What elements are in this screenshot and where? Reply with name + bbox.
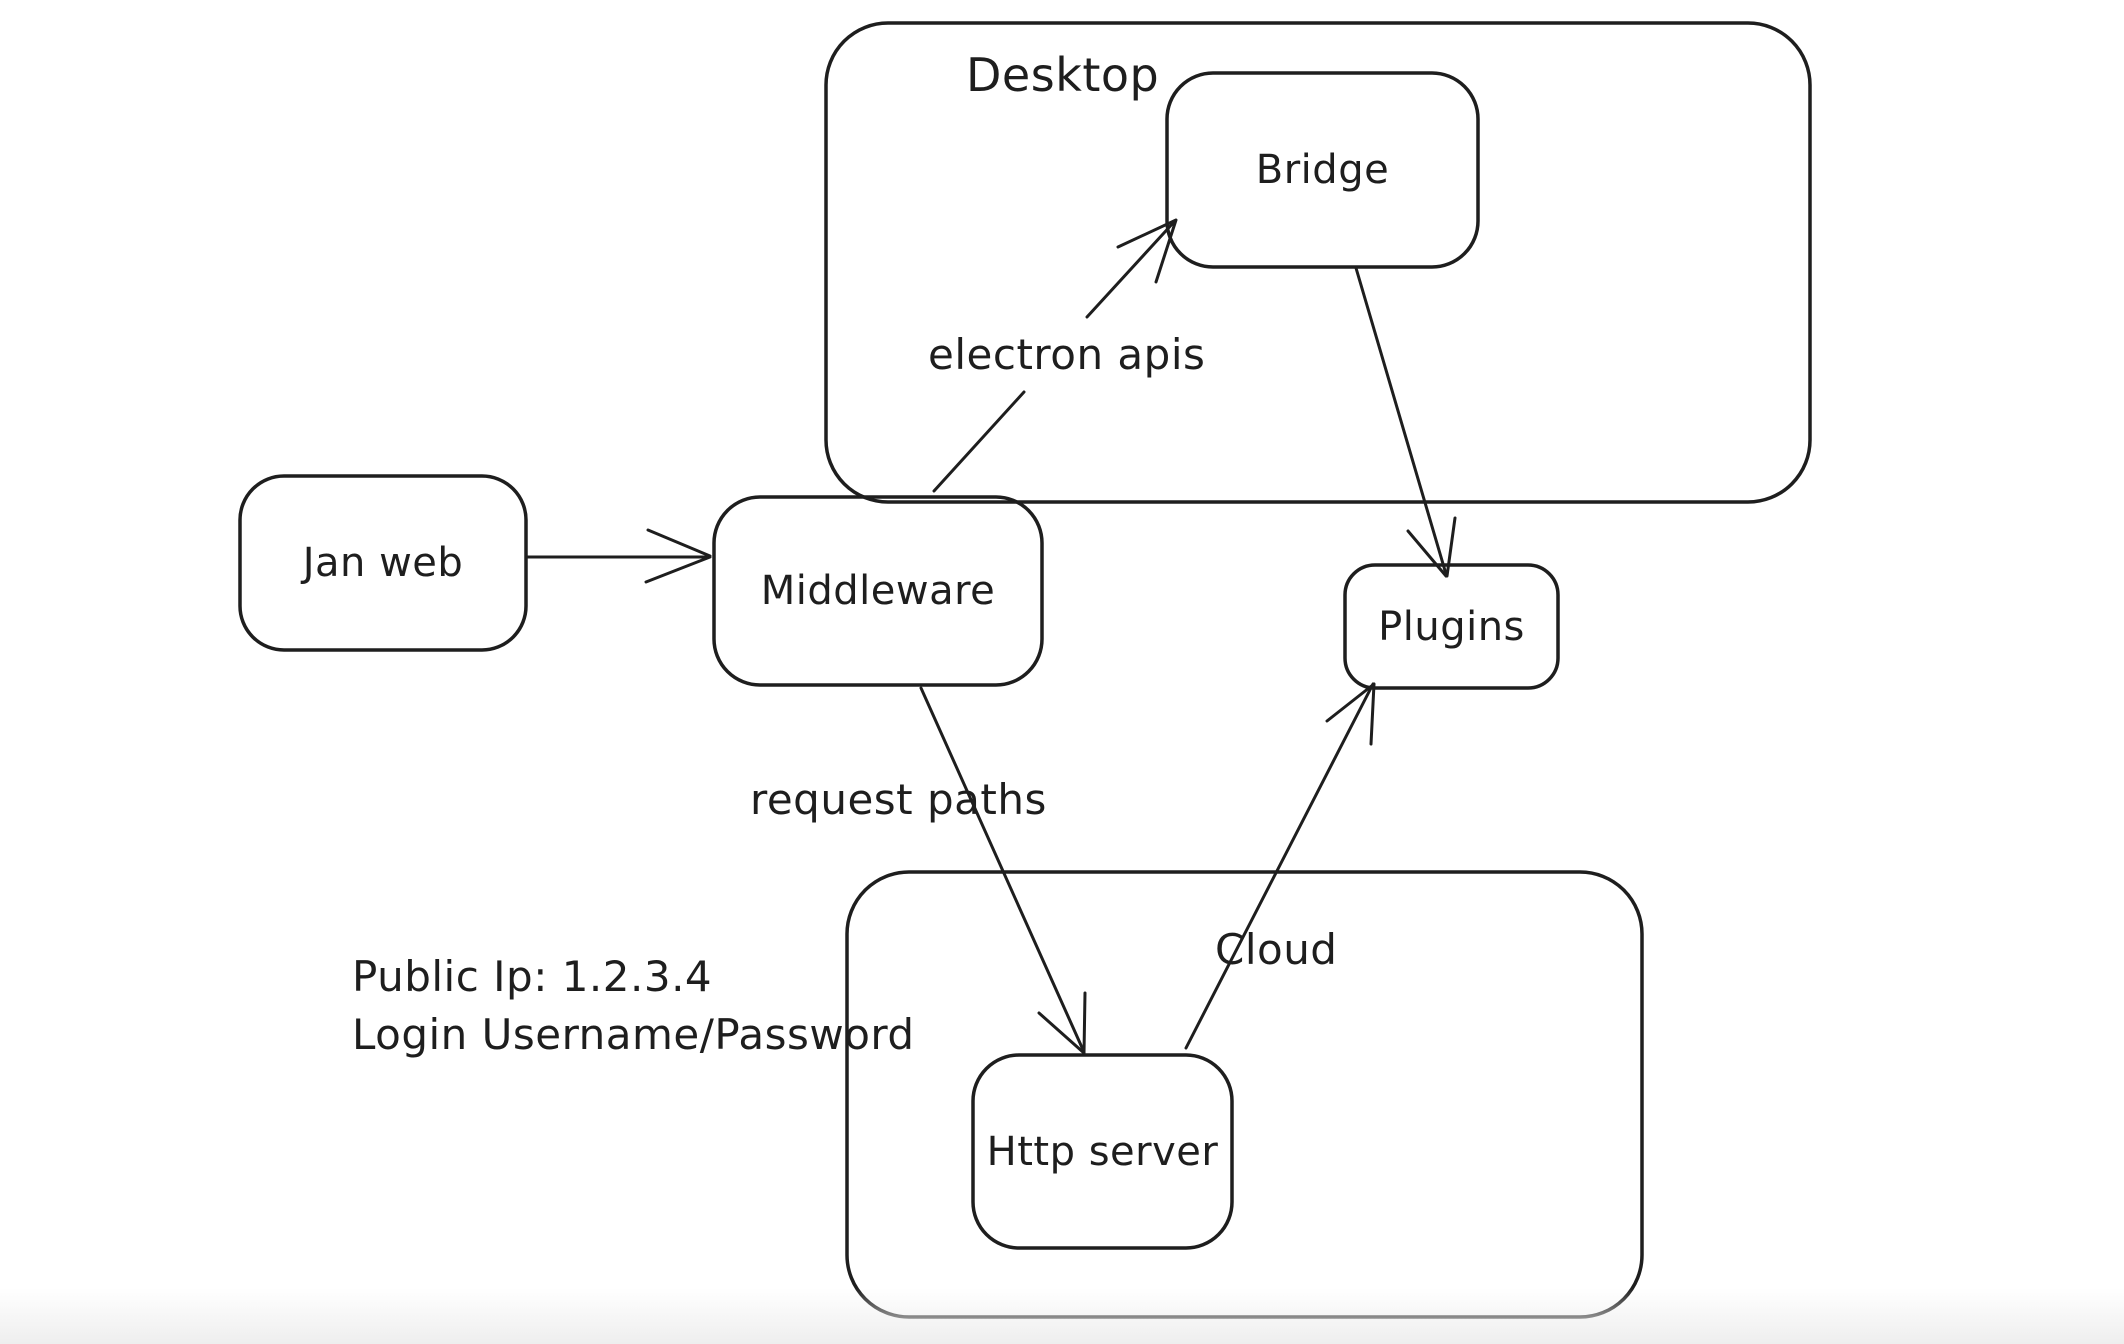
jan-web-box[interactable] — [238, 474, 528, 652]
edge-label-request-paths[interactable]: request paths — [750, 775, 1047, 824]
edge-line[interactable] — [1354, 266, 1448, 576]
bridge-box[interactable] — [1165, 71, 1480, 269]
page-bottom-fade — [0, 1288, 2124, 1344]
arrowhead-icon — [1037, 991, 1087, 1055]
login-text: Login Username/Password — [352, 1009, 915, 1059]
plugins-box[interactable] — [1343, 563, 1560, 690]
edge-janweb-to-middleware[interactable] — [525, 528, 712, 584]
cloud-label[interactable]: Cloud — [1215, 925, 1338, 974]
arrowhead-icon — [1325, 682, 1376, 746]
desktop-label[interactable]: Desktop — [966, 48, 1160, 102]
edge-label-electron-apis[interactable]: electron apis — [928, 330, 1206, 379]
edge-bridge-to-plugins[interactable] — [1354, 266, 1457, 578]
arrowhead-icon — [1116, 218, 1178, 284]
edge-middleware-to-bridge[interactable] — [932, 218, 1178, 493]
edge-line[interactable] — [932, 220, 1176, 493]
edge-shapes — [525, 218, 1457, 1055]
http-server-box[interactable] — [971, 1053, 1234, 1250]
edge-httpserver-to-plugins[interactable] — [1184, 682, 1376, 1050]
public-ip-text: Public Ip: 1.2.3.4 — [352, 952, 713, 1001]
arrowhead-icon — [644, 528, 712, 584]
node-shapes — [238, 71, 1560, 1250]
desktop-container-box[interactable] — [824, 21, 1812, 504]
middleware-box[interactable] — [712, 495, 1044, 687]
edge-middleware-to-httpserver[interactable] — [919, 686, 1087, 1055]
edge-line[interactable] — [919, 686, 1086, 1054]
arrowhead-icon — [1406, 516, 1457, 578]
credentials-note[interactable]: Public Ip: 1.2.3.4 Login Username/Passwo… — [352, 948, 915, 1064]
edge-line[interactable] — [1184, 682, 1375, 1050]
